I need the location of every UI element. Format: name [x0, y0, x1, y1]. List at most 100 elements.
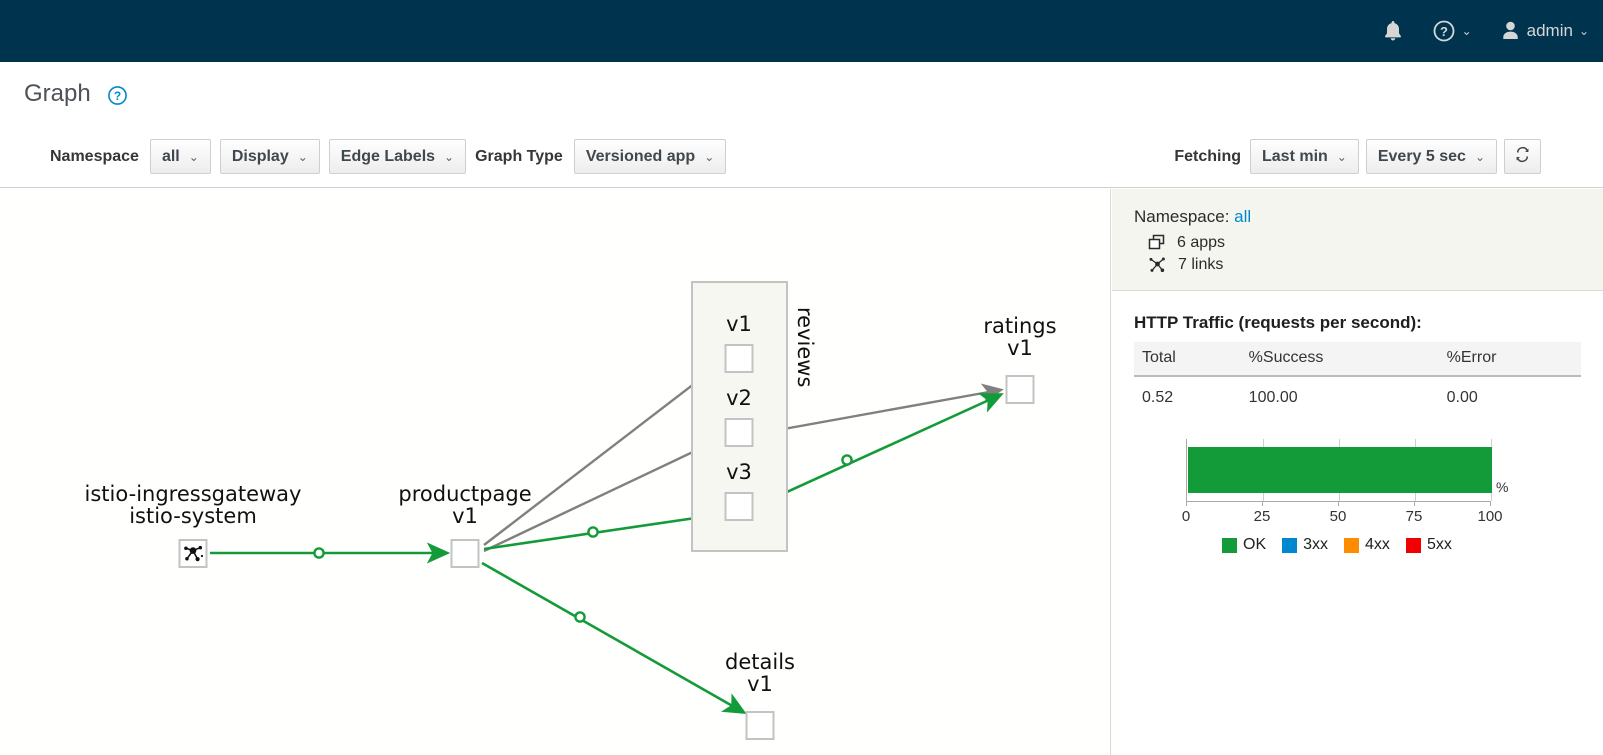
gateway-topology-icon	[184, 545, 204, 562]
column-header-error: %Error	[1438, 342, 1581, 377]
edge-labels-dropdown-label: Edge Labels	[340, 147, 436, 165]
links-count-label: 7 links	[1178, 256, 1224, 273]
edge-productpage-reviews-v2	[483, 439, 720, 553]
graph-canvas[interactable]: reviews istio-ingressgateway istio-syste…	[0, 189, 1111, 755]
user-menu-button[interactable]: admin ⌄	[1486, 0, 1603, 62]
edge-marker	[841, 454, 853, 466]
fetching-label: Fetching	[1174, 147, 1241, 165]
duration-dropdown-value: Last min	[1262, 147, 1328, 165]
legend-label-ok: OK	[1243, 536, 1267, 553]
chart-plot-area	[1186, 439, 1506, 501]
tick-0	[1186, 501, 1187, 506]
legend-item-4xx[interactable]: 4xx	[1344, 536, 1390, 554]
column-header-total: Total	[1134, 342, 1241, 377]
chevron-down-icon: ⌄	[1578, 24, 1589, 38]
display-dropdown-label: Display	[231, 147, 289, 165]
refresh-button[interactable]	[1504, 139, 1541, 174]
node-label-ratings: ratings v1	[983, 314, 1057, 360]
http-traffic-section: HTTP Traffic (requests per second): Tota…	[1112, 291, 1603, 554]
apps-copy-icon	[1148, 234, 1166, 252]
notifications-button[interactable]	[1368, 0, 1418, 62]
node-label-istio-ingressgateway: istio-ingressgateway istio-system	[84, 482, 302, 528]
group-label-reviews: reviews	[793, 307, 817, 388]
legend-item-ok[interactable]: OK	[1222, 536, 1266, 554]
page-title: Graph	[24, 80, 91, 107]
chevron-down-icon: ⌄	[297, 149, 308, 164]
node-istio-ingressgateway[interactable]	[178, 539, 208, 568]
namespace-dropdown[interactable]: all ⌄	[149, 139, 211, 174]
chart-legend: OK 3xx 4xx 5xx	[1222, 536, 1506, 554]
apps-count-label: 6 apps	[1177, 234, 1226, 251]
chevron-down-icon: ⌄	[1461, 24, 1472, 38]
legend-swatch-4xx	[1344, 537, 1360, 553]
graph-type-label: Graph Type	[475, 147, 563, 165]
legend-item-5xx[interactable]: 5xx	[1405, 536, 1452, 554]
namespace-dropdown-value: all	[161, 147, 180, 165]
tick-label-75: 75	[1405, 508, 1423, 525]
table-row: 0.52 100.00 0.00	[1134, 376, 1581, 413]
table-header-row: Total %Success %Error	[1134, 342, 1581, 377]
edge-reviews-v3-ratings	[753, 393, 1004, 509]
node-label-productpage: productpage v1	[398, 482, 532, 528]
apps-stat: 6 apps	[1148, 234, 1603, 252]
help-menu-button[interactable]: ? ⌄	[1418, 0, 1486, 62]
node-label-reviews-v3: v3	[726, 460, 752, 484]
edge-marker	[313, 547, 325, 559]
legend-item-3xx[interactable]: 3xx	[1282, 536, 1328, 554]
refresh-icon	[1514, 146, 1531, 168]
legend-label-5xx: 5xx	[1426, 536, 1452, 553]
toolbar-right-group: Fetching Last min ⌄ Every 5 sec ⌄	[1174, 139, 1541, 174]
legend-swatch-3xx	[1282, 537, 1298, 553]
tick-label-0: 0	[1181, 508, 1191, 525]
edge-productpage-reviews-v3	[483, 507, 721, 551]
node-ratings-v1[interactable]	[1005, 375, 1035, 404]
legend-swatch-5xx	[1405, 537, 1421, 553]
user-name-label: admin	[1526, 21, 1573, 40]
legend-swatch-ok	[1222, 537, 1237, 553]
graph-type-dropdown-value: Versioned app	[585, 147, 696, 165]
question-circle-icon[interactable]: ?	[108, 86, 127, 105]
http-response-bar-chart: 0 25 50 75 100 % OK 3xx 4xx	[1182, 439, 1509, 554]
display-dropdown[interactable]: Display ⌄	[219, 139, 320, 174]
http-traffic-table: Total %Success %Error 0.52 100.00 0.00	[1134, 342, 1581, 413]
svg-text:?: ?	[1440, 24, 1448, 39]
chevron-down-icon: ⌄	[1336, 149, 1347, 164]
toolbar-left-group: Namespace all ⌄ Display ⌄ Edge Labels ⌄ …	[50, 139, 727, 174]
duration-dropdown[interactable]: Last min ⌄	[1250, 139, 1359, 174]
refresh-interval-dropdown[interactable]: Every 5 sec ⌄	[1365, 139, 1497, 174]
svg-text:?: ?	[114, 89, 121, 103]
legend-label-3xx: 3xx	[1303, 536, 1329, 553]
node-reviews-v2[interactable]	[724, 418, 754, 447]
node-reviews-v3[interactable]	[724, 492, 754, 521]
tick-label-25: 25	[1253, 508, 1271, 525]
refresh-interval-dropdown-value: Every 5 sec	[1377, 147, 1466, 165]
edge-labels-dropdown[interactable]: Edge Labels ⌄	[328, 139, 467, 174]
graph-type-dropdown[interactable]: Versioned app ⌄	[573, 139, 727, 174]
edge-reviews-v2-ratings	[755, 383, 1004, 436]
namespace-link[interactable]: all	[1234, 207, 1252, 226]
links-stat: 7 links	[1148, 256, 1603, 274]
chevron-down-icon: ⌄	[188, 149, 199, 164]
node-productpage-v1[interactable]	[450, 539, 480, 568]
edge-marker	[574, 611, 586, 623]
node-details-v1[interactable]	[745, 711, 775, 740]
edge-productpage-details	[481, 561, 747, 715]
graph-toolbar: Namespace all ⌄ Display ⌄ Edge Labels ⌄ …	[0, 126, 1603, 188]
namespace-summary: Namespace: all 6 apps 7 links	[1112, 189, 1603, 291]
bell-icon	[1382, 19, 1404, 43]
chart-x-axis-label: %	[1496, 479, 1509, 495]
cell-success: 100.00	[1248, 389, 1298, 406]
cell-error: 0.00	[1446, 389, 1478, 406]
node-label-reviews-v1: v1	[726, 312, 752, 336]
group-box-reviews[interactable]	[691, 281, 788, 552]
node-label-details: details v1	[725, 650, 795, 696]
cell-total: 0.52	[1142, 389, 1174, 406]
namespace-prefix-label: Namespace:	[1134, 207, 1230, 226]
chevron-down-icon: ⌄	[704, 149, 715, 164]
tick-50	[1338, 501, 1339, 506]
topology-links-icon	[1148, 256, 1167, 274]
node-reviews-v1[interactable]	[724, 344, 754, 373]
summary-side-panel: Namespace: all 6 apps 7 links	[1112, 189, 1603, 755]
chart-x-axis: 0 25 50 75 100	[1182, 501, 1503, 525]
chevron-down-icon: ⌄	[444, 149, 455, 164]
